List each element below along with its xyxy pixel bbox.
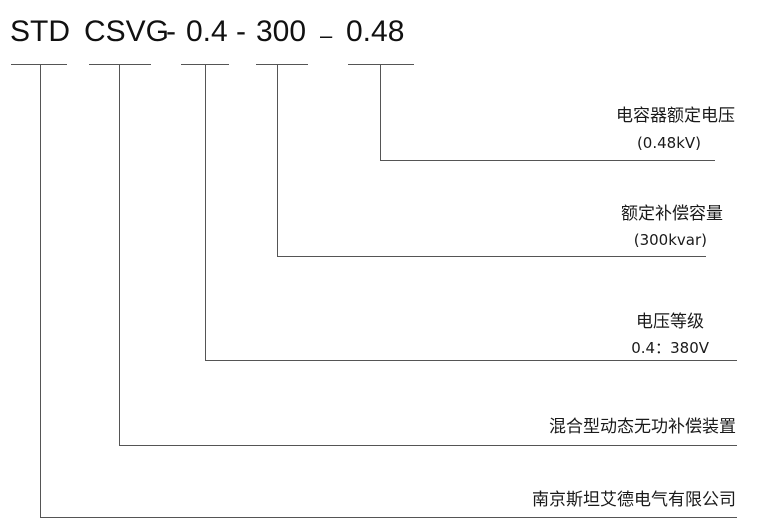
leader-cap-voltage	[380, 64, 715, 161]
label-capacitor-voltage: 电容器额定电压	[616, 106, 735, 126]
label-voltage-level-value: 0.4：380V	[631, 339, 709, 357]
leader-voltage	[205, 64, 737, 361]
label-rated-capacity: 额定补偿容量	[621, 204, 723, 224]
leader-device-type	[119, 64, 737, 446]
code-segment-voltage: 0.4	[186, 15, 228, 48]
label-rated-capacity-value: (300kvar)	[633, 231, 707, 249]
leader-company	[40, 64, 737, 518]
code-segment-csvg: CSVG	[84, 15, 170, 48]
code-separator: –	[320, 23, 333, 48]
code-separator: -	[166, 15, 176, 48]
label-company: 南京斯坦艾德电气有限公司	[532, 490, 736, 510]
label-voltage-level: 电压等级	[636, 312, 704, 332]
label-device-type: 混合型动态无功补偿装置	[549, 417, 736, 437]
code-segment-std: STD	[10, 15, 70, 48]
label-capacitor-voltage-value: (0.48kV)	[636, 134, 701, 152]
code-segment-cap-voltage: 0.48	[346, 15, 405, 48]
code-separator: -	[236, 15, 246, 48]
leader-capacity	[277, 64, 706, 257]
code-segment-capacity: 300	[256, 15, 307, 48]
